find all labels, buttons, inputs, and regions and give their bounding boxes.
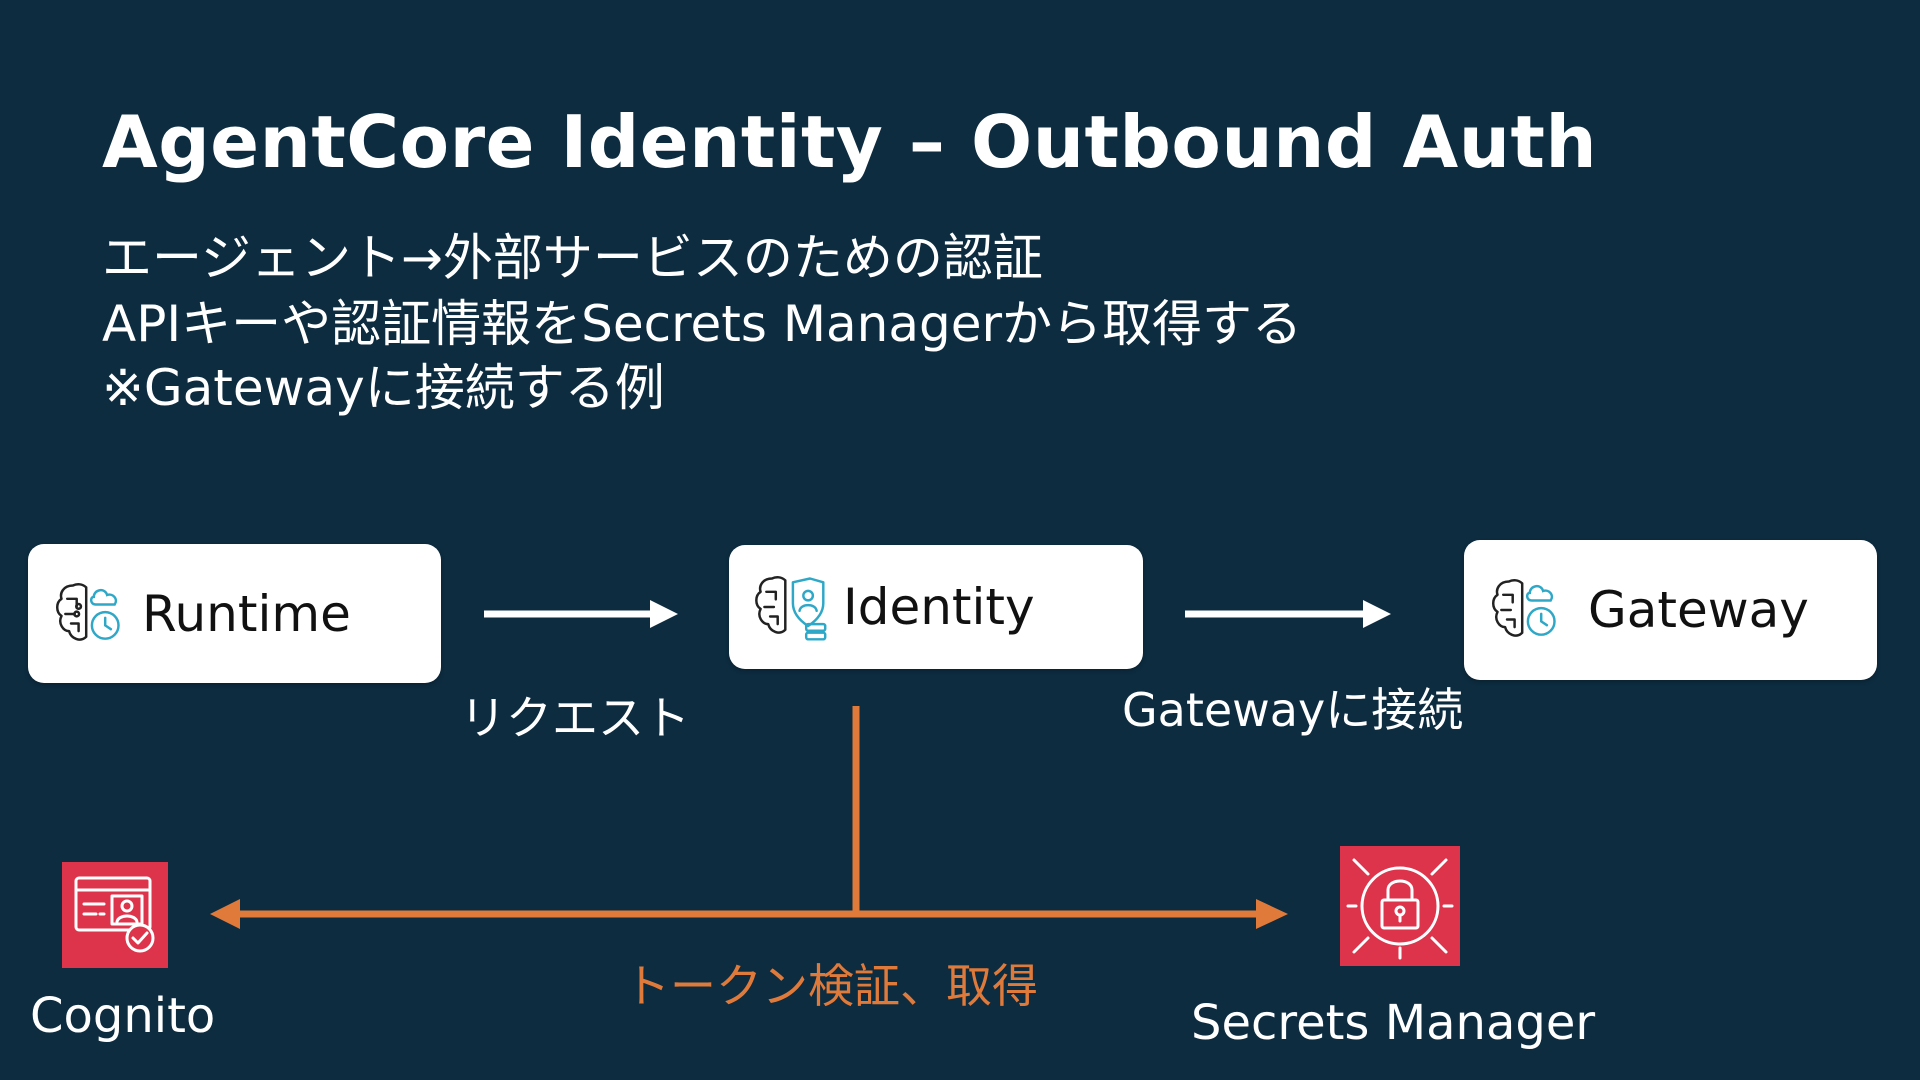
agentcore-identity-icon xyxy=(755,576,827,641)
secrets-manager-icon[interactable] xyxy=(1340,846,1460,966)
gateway-node[interactable]: Gateway xyxy=(1464,540,1877,680)
secrets-manager-glyph xyxy=(1346,858,1454,960)
cognito-label: Cognito xyxy=(30,988,216,1044)
subtitle-line-1: エージェント→外部サービスのための認証 xyxy=(102,229,1043,287)
arrowhead-right xyxy=(1256,899,1288,929)
secrets-manager-label: Secrets Manager xyxy=(1191,995,1596,1051)
gateway-label: Gateway xyxy=(1588,581,1809,639)
cognito-glyph xyxy=(74,876,155,953)
subtitle-line-3: ※Gatewayに接続する例 xyxy=(102,359,665,417)
cognito-icon[interactable] xyxy=(62,862,168,968)
edge-identity-gateway xyxy=(1185,600,1391,628)
request-edge-label: リクエスト xyxy=(460,691,690,745)
agentcore-runtime-icon xyxy=(55,582,120,641)
subtitle-line-2: APIキーや認証情報をSecrets Managerから取得する xyxy=(102,295,1303,353)
slide-title: AgentCore Identity – Outbound Auth xyxy=(102,100,1598,184)
identity-label: Identity xyxy=(843,578,1035,636)
edge-identity-services xyxy=(210,706,1288,929)
identity-node[interactable]: Identity xyxy=(729,545,1143,669)
connect-gateway-edge-label: Gatewayに接続 xyxy=(1122,683,1464,737)
arrowhead-left xyxy=(210,899,240,929)
runtime-label: Runtime xyxy=(142,584,351,643)
token-verify-edge-label: トークン検証、取得 xyxy=(624,959,1038,1013)
runtime-node[interactable]: Runtime xyxy=(28,544,441,683)
agentcore-gateway-icon xyxy=(1491,579,1556,637)
edge-runtime-identity xyxy=(484,600,678,628)
